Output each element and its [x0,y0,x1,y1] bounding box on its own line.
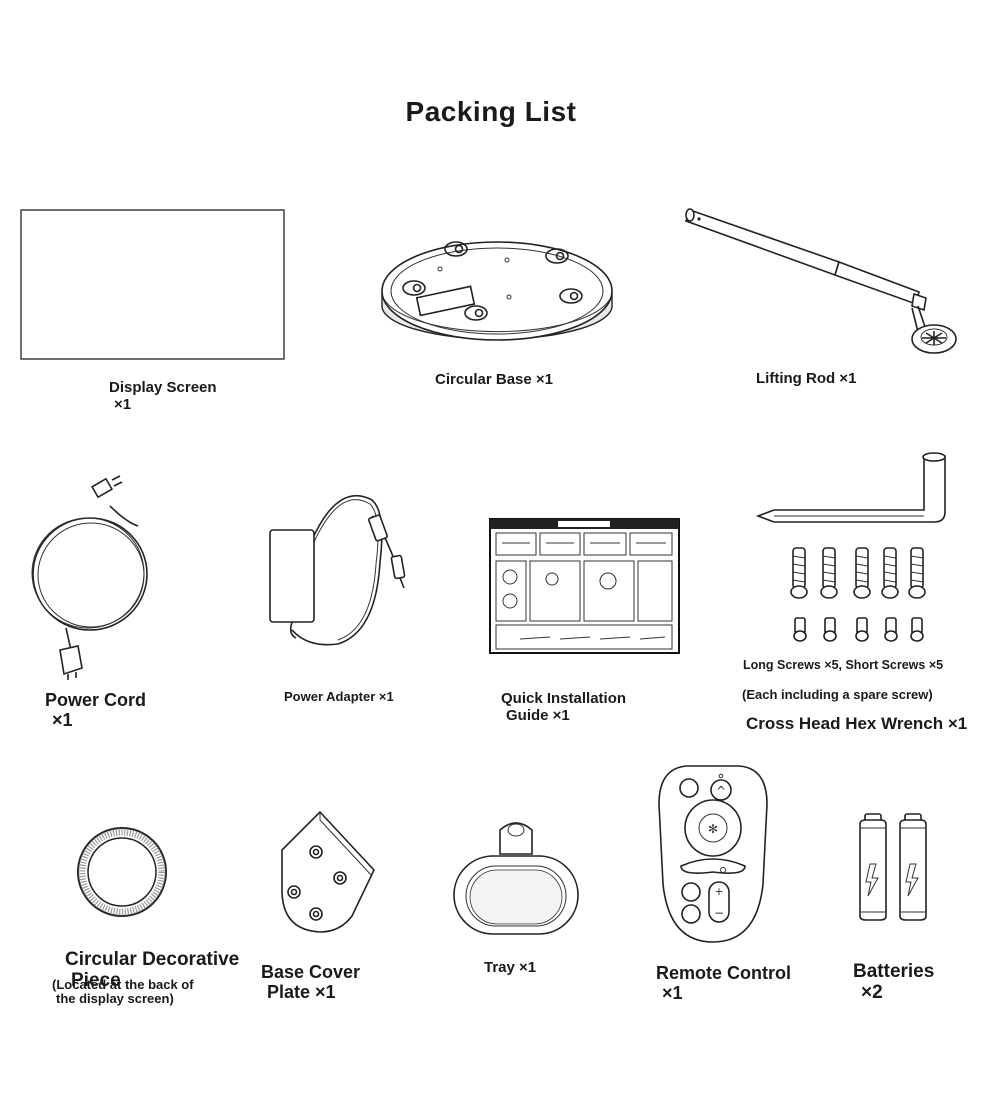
svg-text:−: − [714,906,724,920]
screws-label: Long Screws ×5, Short Screws ×5 [743,658,944,672]
svg-text:^: ^ [716,784,726,798]
batteries-illustration [859,813,927,921]
lifting-rod-illustration [684,208,957,354]
decorative-piece-name: Circular Decorative [65,949,240,970]
batteries-label: Batteries ×2 [853,961,935,1004]
power-cord-name: Power Cord [45,690,147,710]
quick-guide-label: Quick Installation Guide ×1 [501,690,627,724]
hex-wrench-illustration [755,452,946,523]
page-title: Packing List [405,96,577,127]
svg-text:✻: ✻ [708,822,718,836]
remote-control-name: Remote Control [656,963,791,983]
base-cover-name: Base Cover [261,962,361,982]
decorative-piece-label: Circular Decorative Piece [65,949,240,992]
remote-control-illustration: ✻ ^ + − [658,765,768,943]
screws-note: (Each including a spare screw) [742,687,933,702]
power-cord-qty: ×1 [52,709,73,730]
quick-guide-qty: Guide ×1 [506,706,570,724]
decorative-piece-note1: (Located at the back of [52,977,194,992]
decorative-ring-illustration [77,827,167,917]
quick-guide-illustration [489,518,680,654]
batteries-name: Batteries [853,961,935,982]
power-cord-illustration [31,475,148,680]
base-cover-label: Base Cover Plate ×1 [261,962,361,1003]
remote-control-qty: ×1 [662,982,683,1003]
batteries-qty: ×2 [861,981,883,1003]
circular-base-illustration [381,241,613,341]
decorative-piece-name2: Piece [71,969,121,991]
display-screen-qty: ×1 [114,395,132,413]
base-cover-qty: Plate ×1 [267,981,336,1002]
tray-illustration [453,822,579,935]
quick-guide-name: Quick Installation [501,690,627,707]
tray-label: Tray ×1 [484,959,537,976]
display-screen-illustration [20,209,285,360]
hex-wrench-label: Cross Head Hex Wrench ×1 [746,714,968,733]
power-cord-label: Power Cord ×1 [45,690,147,731]
screws-illustration [790,547,926,642]
display-screen-name: Display Screen [109,379,217,396]
display-screen-label: Display Screen ×1 [109,379,217,413]
remote-control-label: Remote Control ×1 [656,963,791,1004]
power-adapter-illustration [269,495,406,646]
base-cover-plate-illustration [281,810,375,933]
decorative-piece-note: (Located at the back of the display scre… [52,978,194,1005]
svg-text:+: + [714,885,723,898]
circular-base-label: Circular Base ×1 [435,371,553,388]
power-adapter-label: Power Adapter ×1 [284,689,394,704]
decorative-piece-note2: the display screen) [56,990,174,1006]
lifting-rod-label: Lifting Rod ×1 [756,370,857,387]
